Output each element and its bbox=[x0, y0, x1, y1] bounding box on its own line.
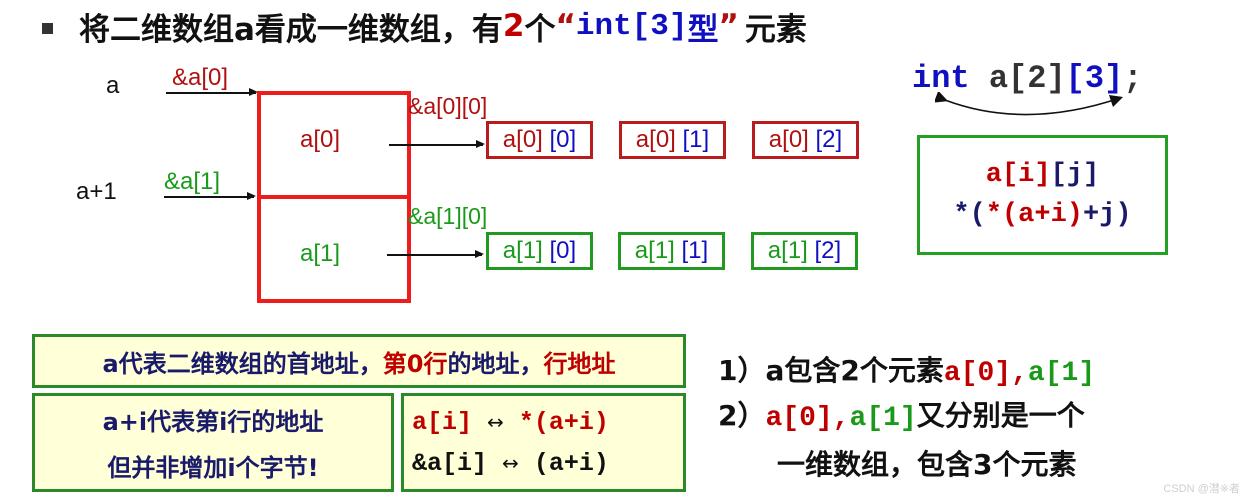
cell-prefix: a[0] bbox=[502, 126, 543, 153]
array-declaration: int a[2][3]; bbox=[912, 60, 1142, 97]
title-count: 2 bbox=[502, 8, 525, 44]
element-cell-a00: a[0] [0] bbox=[486, 121, 593, 159]
arrow-row0-to-elements-icon bbox=[389, 141, 485, 147]
title-text-part1: 将二维数组a看成一维数组，有 bbox=[79, 11, 503, 48]
note2-comma: , bbox=[832, 403, 850, 434]
formula-outer-deref: *( bbox=[953, 200, 986, 230]
formula-box: a[i][j] *(*(a+i)+j) bbox=[917, 135, 1168, 255]
arrow-a1-to-row1-icon bbox=[164, 193, 256, 199]
cell-prefix: a[1] bbox=[502, 237, 543, 264]
cell-index: [2] bbox=[814, 237, 842, 264]
element-cell-a01: a[0] [1] bbox=[619, 121, 726, 159]
box1-text-part4: 行地址 bbox=[543, 349, 616, 378]
box2-line2: 但并非增加i个字节! bbox=[107, 454, 319, 483]
formula-line1: a[i][j] bbox=[986, 155, 1099, 195]
addr-a00-label: &a[0][0] bbox=[408, 93, 488, 119]
note2-prefix: 2） bbox=[718, 399, 766, 432]
double-arrow-icon: ↔ bbox=[502, 450, 519, 475]
cell-index: [1] bbox=[682, 126, 710, 153]
title-open-quote: “ bbox=[555, 8, 576, 44]
decl-dim2: [3] bbox=[1065, 60, 1124, 97]
note1-comma: , bbox=[1011, 358, 1028, 389]
note-2: 2）a[0],a[1]又分别是一个 bbox=[718, 394, 1085, 434]
note2-suffix: 又分别是一个 bbox=[916, 399, 1085, 432]
element-cell-a12: a[1] [2] bbox=[751, 232, 858, 270]
note2-a1: a[1] bbox=[849, 403, 917, 434]
addr-a10-label: &a[1][0] bbox=[408, 203, 488, 229]
cell-index: [0] bbox=[549, 126, 577, 153]
row-address-note-box: a代表二维数组的首地址，第0行的地址，行地址 bbox=[32, 334, 686, 388]
pointer-a-label: a bbox=[106, 72, 120, 99]
title-type-suffix: 型 bbox=[687, 11, 719, 48]
title-text-part3: 元素 bbox=[744, 11, 807, 48]
title-type-code: int[3] bbox=[575, 8, 688, 44]
note2-a0: a[0] bbox=[765, 403, 833, 434]
cell-prefix: a[0] bbox=[635, 126, 676, 153]
arrow-a-to-row0-icon bbox=[166, 89, 258, 95]
cell-prefix: a[1] bbox=[767, 237, 808, 264]
decl-semicolon: ; bbox=[1123, 60, 1143, 97]
element-cell-a10: a[1] [0] bbox=[486, 232, 593, 270]
eq1-left: a[i] bbox=[412, 407, 473, 437]
row-divider bbox=[257, 195, 411, 199]
addr-a0-label: &a[0] bbox=[172, 64, 229, 91]
title-close-quote: ” bbox=[718, 8, 739, 44]
box1-text-part3: 的地址， bbox=[447, 349, 544, 378]
note1-text: 1）a包含2个元素 bbox=[718, 354, 944, 387]
row0-label: a[0] bbox=[300, 126, 341, 153]
cell-index: [0] bbox=[549, 237, 577, 264]
eq2-left: &a[i] bbox=[412, 448, 488, 478]
cell-prefix: a[0] bbox=[768, 126, 809, 153]
cell-prefix: a[1] bbox=[634, 237, 675, 264]
box1-text-part1: a代表二维数组的首地址， bbox=[102, 349, 383, 378]
addr-a1-label: &a[1] bbox=[164, 168, 221, 195]
watermark: CSDN @潜※者 bbox=[1163, 483, 1240, 495]
title-text-part2: 个 bbox=[524, 11, 556, 48]
formula-inner-deref: *(a+i) bbox=[985, 200, 1083, 230]
curved-double-arrow-icon bbox=[935, 92, 1124, 116]
note1-a1: a[1] bbox=[1027, 358, 1096, 389]
decl-name: a[2] bbox=[988, 60, 1066, 97]
formula-plus-j: +j) bbox=[1083, 200, 1132, 230]
pointer-a1-label: a+1 bbox=[76, 178, 117, 205]
row1-label: a[1] bbox=[300, 240, 341, 267]
slide-title: 将二维数组a看成一维数组，有 2 个 “ int[3] 型 ” 元素 bbox=[42, 4, 807, 48]
note-3: 一维数组，包含3个元素 bbox=[777, 448, 1077, 481]
box2-line1: a+i代表第i行的地址 bbox=[102, 407, 324, 436]
formula-line2: *(*(a+i)+j) bbox=[953, 195, 1131, 235]
box1-text-part2: 第0行 bbox=[382, 349, 448, 378]
arrow-row1-to-elements-icon bbox=[387, 251, 484, 257]
formula-a-i: a[i] bbox=[985, 160, 1051, 190]
eq1-right: *(a+i) bbox=[518, 407, 609, 437]
equivalence-box: a[i] ↔ *(a+i) &a[i] ↔ (a+i) bbox=[401, 393, 686, 492]
decl-type: int bbox=[912, 60, 970, 97]
cell-index: [2] bbox=[815, 126, 843, 153]
double-arrow-icon: ↔ bbox=[487, 409, 504, 434]
formula-j: [j] bbox=[1050, 160, 1100, 190]
element-cell-a02: a[0] [2] bbox=[752, 121, 859, 159]
cell-index: [1] bbox=[681, 237, 709, 264]
equivalence-line2: &a[i] ↔ (a+i) bbox=[412, 443, 683, 484]
note1-a0: a[0] bbox=[943, 358, 1012, 389]
equivalence-line1: a[i] ↔ *(a+i) bbox=[412, 402, 683, 443]
eq2-right: (a+i) bbox=[533, 448, 609, 478]
element-cell-a11: a[1] [1] bbox=[618, 232, 725, 270]
row-offset-note-box: a+i代表第i行的地址 但并非增加i个字节! bbox=[32, 393, 394, 492]
note-1: 1）a包含2个元素a[0],a[1] bbox=[718, 349, 1095, 389]
bullet-square-icon bbox=[42, 22, 53, 34]
